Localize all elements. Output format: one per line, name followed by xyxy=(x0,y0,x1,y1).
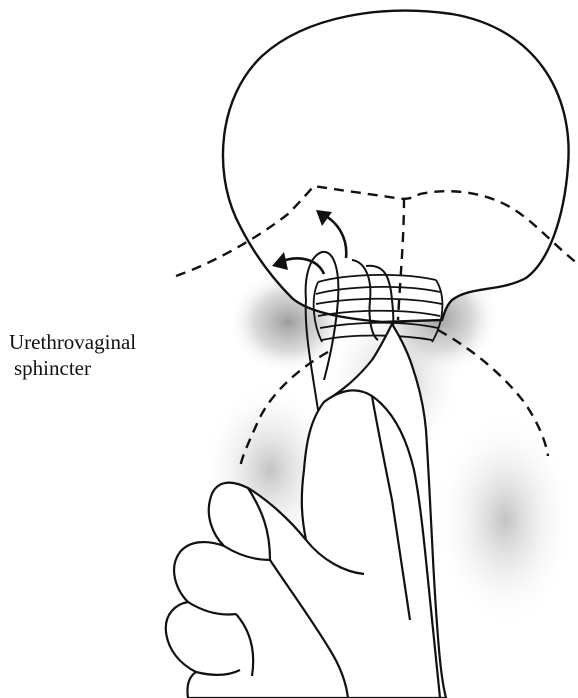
sphincter-label-line1: Urethrovaginal xyxy=(9,330,136,354)
sphincter-label-line2: sphincter xyxy=(14,356,91,380)
lower-right-shadow xyxy=(435,410,575,630)
hand xyxy=(166,324,446,698)
